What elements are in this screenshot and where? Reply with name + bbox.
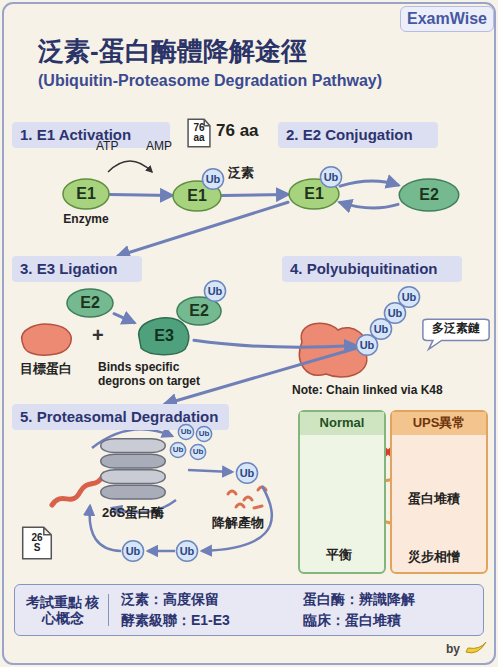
node-label: E3 <box>154 327 174 345</box>
ubiquitin-circle: Ub <box>236 462 258 484</box>
ubiquitin-circle: Ub <box>202 168 224 190</box>
credit: by <box>446 643 460 657</box>
e1-enzyme: E1Ub <box>172 180 222 212</box>
subtitle: (Ubiquitin-Proteasome Degradation Pathwa… <box>38 72 382 90</box>
step-header: 2. E2 Conjugation <box>278 122 438 148</box>
panel-caption: 災步相憎 <box>408 550 460 565</box>
ubiquitin-circle: Ub <box>178 424 194 440</box>
node-label: Ub <box>360 339 375 352</box>
page-frame <box>3 3 495 664</box>
ubiquitin-label: 泛素 <box>228 166 254 181</box>
node-label: E2 <box>80 294 100 312</box>
brand-tag: ExamWise <box>400 6 494 32</box>
flow-arrow <box>194 340 356 347</box>
step-header: 3. E3 Ligation <box>12 256 142 282</box>
node-label: Ub <box>181 427 192 436</box>
ubiquitin-circle: Ub <box>122 540 144 562</box>
node-label: 2. E2 Conjugation <box>286 126 413 143</box>
panel-caption: 蛋白堆積 <box>408 492 460 507</box>
node-label: Ub <box>324 171 339 184</box>
flow-arrow <box>114 314 134 323</box>
ubiquitin-circle: Ub <box>320 166 342 188</box>
proteasome-outline <box>98 436 168 502</box>
summary-box: 考試重點 核心概念泛素：高度保留蛋白酶：辨識降解酵素級聯：E1-E3 臨床：蛋白堆… <box>14 584 484 636</box>
flow-arrow <box>340 181 398 186</box>
node-label: UPS異常 <box>392 412 486 435</box>
recycle-arrow <box>202 486 272 551</box>
node-label: Ub <box>402 291 417 304</box>
step-header: 5. Proteasomal Degradation <box>12 404 229 430</box>
node-label: Normal <box>300 412 384 435</box>
node-label: E1 <box>76 185 96 203</box>
cofactor-label: ATP <box>96 140 118 154</box>
document-icon: 26S <box>20 526 54 560</box>
node-label: 5. Proteasomal Degradation <box>20 408 218 425</box>
e1-enzyme: E1Ub <box>288 178 340 210</box>
document-icon: 76 aa <box>186 118 212 148</box>
atp-arrow <box>108 161 152 172</box>
node-label: Ub <box>374 323 389 336</box>
node-note: 酵素級聯：E1-E3 <box>121 612 291 628</box>
protein-strand <box>52 474 104 505</box>
target-protein: 目標蛋白 <box>16 320 76 358</box>
e2-enzyme: E2Ub <box>176 296 222 326</box>
panel-caption: 平衡 <box>326 548 352 563</box>
node-label: Ub <box>180 545 195 558</box>
node-note: 蛋白酶：辨識降解 <box>303 591 473 607</box>
target-protein-outline <box>16 320 76 358</box>
node-label: E1 <box>304 185 324 203</box>
node-label: 多泛素鏈 <box>432 322 480 336</box>
e1-enzyme: E1Enzyme <box>62 178 110 210</box>
node-label: Ub <box>173 445 184 454</box>
node-note: Enzyme <box>63 212 108 226</box>
ubiquitin-circle: Ub <box>398 286 420 308</box>
node-label: E2 <box>189 302 209 320</box>
page-title: 泛素-蛋白酶體降解途徑 <box>38 34 307 69</box>
node-label: Ub <box>208 285 223 298</box>
node-label: Ub <box>126 545 141 558</box>
callout-bubble: 多泛素鏈 <box>420 318 492 350</box>
node-label: 3. E3 Ligation <box>20 260 118 277</box>
flow-arrow <box>222 194 288 195</box>
node-note: Binds specific degrons on target <box>98 360 230 388</box>
e2-enzyme: E2 <box>398 178 460 212</box>
release-arrow <box>188 470 232 472</box>
recycle-arrow <box>148 550 175 553</box>
banana-icon <box>466 642 486 653</box>
proteasome: 26S蛋白酶 <box>98 436 168 502</box>
node-label: E2 <box>419 186 439 204</box>
node-label: Ub <box>388 307 403 320</box>
ubiquitin-circle: Ub <box>170 442 186 458</box>
node-label: 目標蛋白 <box>20 360 72 378</box>
node-label: Ub <box>206 173 221 186</box>
flow-arrow <box>110 194 172 195</box>
node-label: Ub <box>199 429 210 438</box>
plus-sign: + <box>92 324 104 347</box>
node-label: ExamWise <box>407 10 487 28</box>
peptide-fragments <box>228 487 266 508</box>
cofactor-label: AMP <box>146 140 172 154</box>
ubiquitin-circle: Ub <box>190 444 206 460</box>
ubiquitin-circle: Ub <box>196 426 212 442</box>
product-label: 降解產物 <box>212 516 264 531</box>
node-label: E1 <box>187 187 207 205</box>
amino-acid-count: 76 aa <box>216 121 259 141</box>
ubiquitin-circle: Ub <box>176 540 198 562</box>
node-note: 臨床：蛋白堆積 <box>303 612 473 628</box>
e2-enzyme: E2 <box>66 288 114 318</box>
node-label: 76 aa <box>191 123 207 143</box>
flow-arrow <box>340 202 398 208</box>
node-label: 26S <box>29 533 45 553</box>
node-label: 4. Polyubiquitination <box>290 260 438 277</box>
node-label: Ub <box>193 447 204 456</box>
node-label: Ub <box>240 467 255 480</box>
node-label: 26S蛋白酶 <box>102 504 164 522</box>
note: Note: Chain linked via K48 <box>292 384 443 398</box>
node-label: 考試重點 核心概念 <box>25 594 109 626</box>
step-header: 4. Polyubiquitination <box>282 256 462 282</box>
node-note: 泛素：高度保留 <box>121 591 291 607</box>
ubiquitin-circle: Ub <box>204 280 226 302</box>
